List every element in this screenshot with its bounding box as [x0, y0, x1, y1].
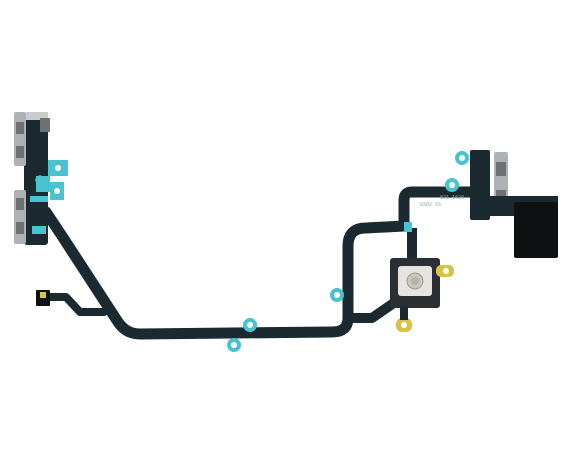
flex-ribbon-branch-left [40, 293, 108, 316]
mount-tab-gold-2 [396, 318, 412, 332]
mount-tab-gold-1 [436, 265, 454, 277]
silkscreen-text-2: 821-1620 [440, 195, 464, 201]
mount-tab-bottom-1 [243, 318, 257, 332]
mount-tab-bottom-2 [227, 338, 241, 352]
flex-ribbon-main [40, 186, 484, 340]
mount-tab-right-1 [330, 288, 344, 302]
mount-tab-top-1 [445, 178, 459, 192]
mount-tab-top-2 [455, 151, 469, 165]
silkscreen-text-1: GS02 SS [420, 202, 441, 208]
right-switch-strip [470, 150, 490, 220]
